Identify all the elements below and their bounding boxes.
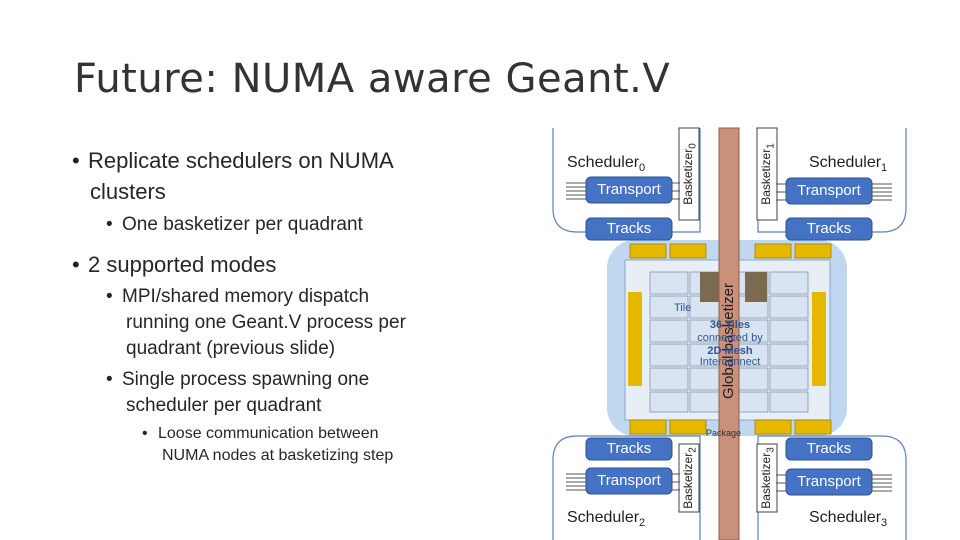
- bullet-item: •2 supported modes: [72, 252, 277, 277]
- bullet-continuation: scheduler per quadrant: [126, 395, 322, 416]
- basketizer-2-bar: [678, 443, 700, 513]
- chip-center-line-4: Interconnect: [699, 356, 761, 368]
- basketizer-3-label: Basketizer3: [759, 447, 777, 509]
- basketizer-1-label: Basketizer1: [759, 143, 777, 205]
- basketizer-0-bar: [678, 127, 700, 221]
- bullet-item: •One basketizer per quadrant: [106, 214, 363, 235]
- scheduler-0-label: Scheduler0: [567, 154, 646, 175]
- quadrant-1-outline: [757, 128, 907, 233]
- mcdram-blocks: [629, 243, 832, 435]
- bullet-item: •Loose communication between: [142, 425, 379, 442]
- tracks-label-3: Tracks: [806, 440, 852, 457]
- bullet-continuation: NUMA nodes at basketizing step: [162, 447, 394, 464]
- tracks-label-0: Tracks: [606, 220, 652, 237]
- tracks-box-2: [585, 437, 673, 461]
- scheduler-2-label: Scheduler2: [567, 509, 646, 530]
- chip-center-line-2: connected by: [697, 332, 763, 344]
- chip-center-line-1: 36 Tiles: [709, 319, 751, 331]
- chip-package-label: Package: [706, 428, 742, 438]
- tracks-label-1: Tracks: [806, 220, 852, 237]
- global-basketizer-bar: [718, 127, 740, 540]
- basketizer-0-label: Basketizer0: [681, 143, 699, 205]
- transport-label-1: Transport: [797, 182, 861, 199]
- transport-label-2: Transport: [597, 472, 661, 489]
- quadrant-3-outline: [757, 435, 907, 540]
- quadrant-2-outline: [552, 435, 701, 540]
- bullet-item: •MPI/shared memory dispatch: [106, 286, 370, 307]
- tracks-box-1: [785, 217, 873, 241]
- basketizer-3-bar: [756, 443, 778, 513]
- transport-box-1: [776, 177, 892, 205]
- transport-label-3: Transport: [797, 473, 861, 490]
- transport-label-0: Transport: [597, 181, 661, 198]
- basketizer-2-label: Basketizer2: [681, 447, 699, 509]
- tracks-box-3: [785, 437, 873, 461]
- ddr-left: [628, 292, 642, 386]
- transport-box-3: [776, 468, 892, 496]
- scheduler-3-label: Scheduler3: [809, 509, 888, 530]
- dmi-block: [745, 272, 767, 302]
- chip-center-line-3: 2D Mesh: [707, 345, 753, 357]
- bullet-continuation: quadrant (previous slide): [126, 338, 336, 359]
- basketizer-1-bar: [756, 127, 778, 221]
- bullet-item: •Single process spawning one: [106, 369, 370, 390]
- bullet-item: •Replicate schedulers on NUMA: [72, 148, 394, 173]
- quadrant-0-outline: [552, 128, 701, 233]
- bullet-continuation: clusters: [90, 179, 166, 204]
- ddr-right: [812, 292, 826, 386]
- transport-box-2: [566, 467, 680, 495]
- bullet-continuation: running one Geant.V process per: [126, 312, 406, 333]
- page-title: Future: NUMA aware Geant.V: [74, 56, 671, 102]
- tracks-box-0: [585, 217, 673, 241]
- scheduler-1-label: Scheduler1: [809, 154, 888, 175]
- tracks-label-2: Tracks: [606, 440, 652, 457]
- transport-box-0: [566, 176, 680, 204]
- chip-tile-label: Tile: [674, 302, 692, 314]
